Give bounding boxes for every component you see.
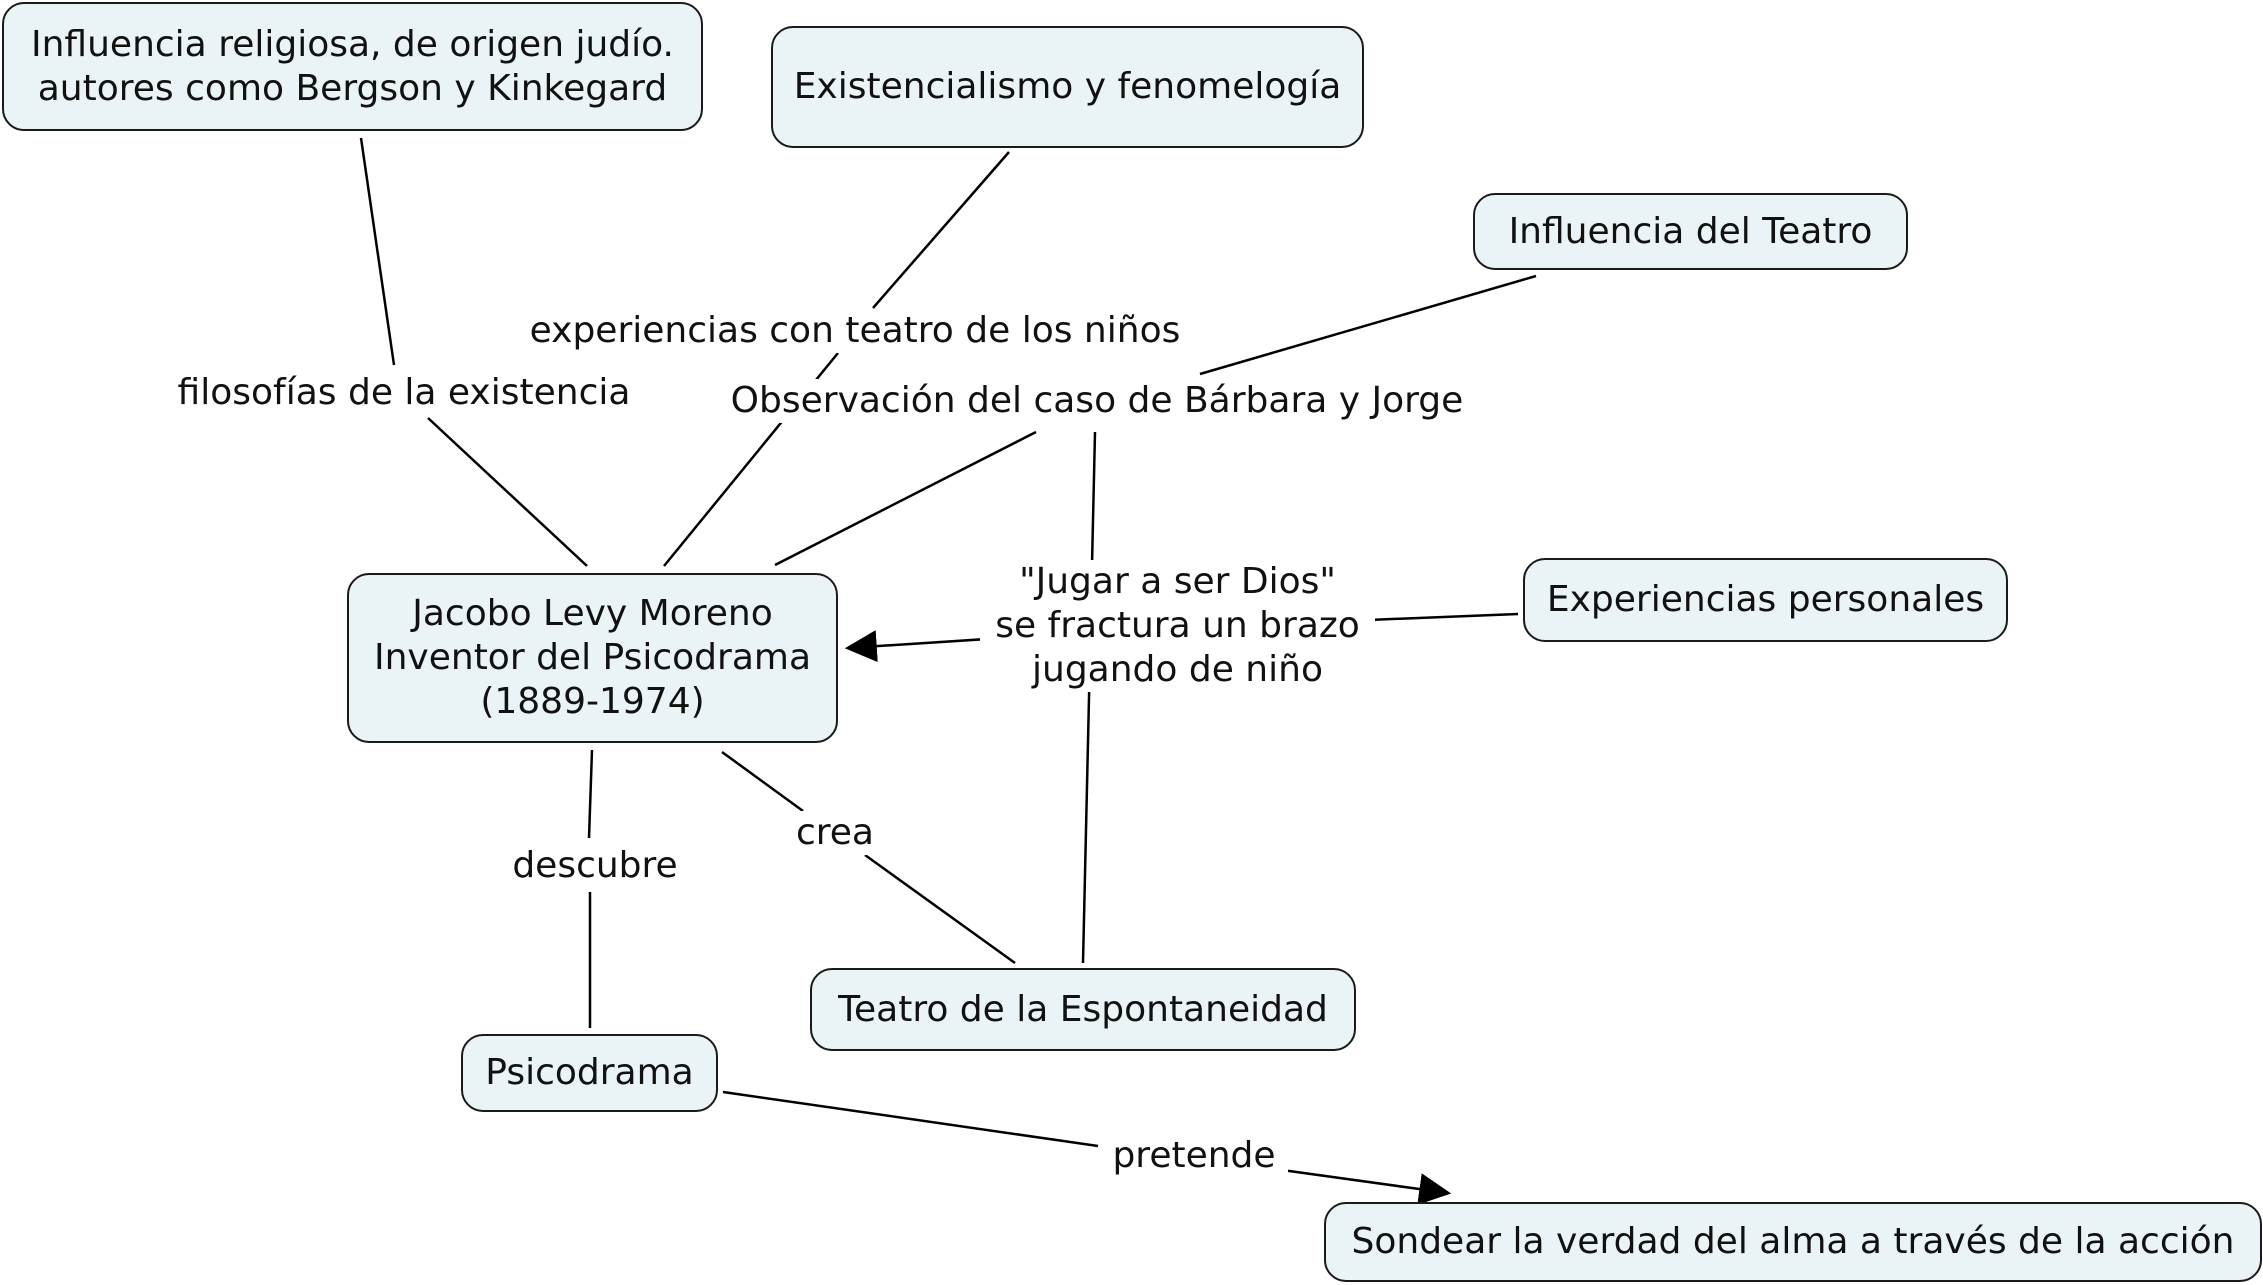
connector-crea-espontaneidad bbox=[864, 853, 1016, 965]
node-soul-truth[interactable]: Sondear la verdad del alma a través de l… bbox=[1324, 1202, 2262, 1282]
connector-experiencias-jugar bbox=[1367, 612, 1519, 622]
link-label-philosophies: filosofías de la existencia bbox=[165, 371, 643, 415]
connector-pretende-sondear bbox=[1281, 1168, 1452, 1205]
connector-existencialismo-ninos bbox=[872, 151, 1010, 309]
connector-observacion-espontaneidad bbox=[1081, 431, 1097, 964]
node-personal-experiences[interactable]: Experiencias personales bbox=[1523, 558, 2008, 642]
node-moreno[interactable]: Jacobo Levy Moreno Inventor del Psicodra… bbox=[347, 573, 838, 743]
connector-moreno-crea bbox=[721, 750, 804, 813]
node-psychodrama[interactable]: Psicodrama bbox=[461, 1034, 718, 1112]
link-label-children-theatre: experiencias con teatro de los niños bbox=[518, 309, 1192, 353]
link-label-play-god: "Jugar a ser Dios" se fractura un brazo … bbox=[980, 560, 1375, 692]
link-label-aims: pretende bbox=[1100, 1134, 1288, 1178]
connector-teatro-observacion bbox=[1199, 274, 1537, 376]
link-label-barbara-jorge: Observación del caso de Bárbara y Jorge bbox=[720, 379, 1474, 423]
connector-religiosa-filosofias bbox=[359, 137, 396, 366]
connector-moreno-descubre bbox=[587, 749, 594, 839]
node-religious-influence[interactable]: Influencia religiosa, de origen judío. a… bbox=[2, 2, 703, 131]
node-theatre-influence[interactable]: Influencia del Teatro bbox=[1473, 193, 1908, 270]
node-existentialism[interactable]: Existencialismo y fenomelogía bbox=[771, 26, 1364, 148]
link-label-discovers: descubre bbox=[501, 844, 689, 888]
node-spontaneity-theatre[interactable]: Teatro de la Espontaneidad bbox=[810, 968, 1356, 1051]
connector-observacion-moreno bbox=[774, 430, 1037, 567]
connector-psicodrama-pretende bbox=[722, 1090, 1099, 1148]
connector-filosofias-moreno bbox=[427, 417, 588, 567]
link-label-creates: crea bbox=[786, 811, 884, 855]
